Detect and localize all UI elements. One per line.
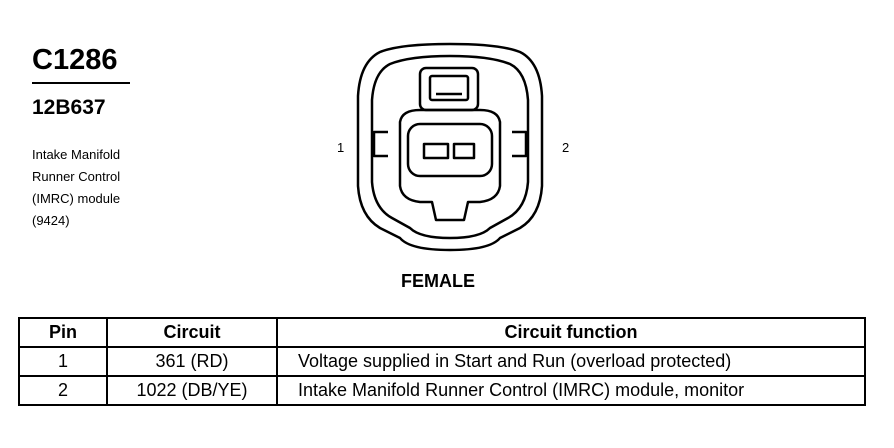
right-side-tab xyxy=(512,130,528,158)
connector-id: C1286 xyxy=(32,44,118,76)
pinout-table: Pin Circuit Circuit function 1 361 (RD) … xyxy=(18,317,866,406)
connector-face-diagram xyxy=(356,42,544,252)
connector-gender: FEMALE xyxy=(401,271,475,291)
latch-outer xyxy=(418,66,480,112)
latch-inner xyxy=(428,74,470,102)
description-line: Intake Manifold xyxy=(32,147,121,162)
header-circuit: Circuit xyxy=(106,317,278,348)
table-row: 1 361 (RD) Voltage supplied in Start and… xyxy=(18,346,866,377)
pin-2-terminal xyxy=(452,142,476,160)
connector-id-underline xyxy=(32,82,130,84)
terminal-cavity xyxy=(406,122,494,178)
table-header-row: Pin Circuit Circuit function xyxy=(18,317,866,348)
header-pin: Pin xyxy=(18,317,108,348)
description-line: (9424) xyxy=(32,213,70,228)
cell-pin: 2 xyxy=(18,375,108,406)
left-side-tab xyxy=(372,130,388,158)
cell-circuit: 1022 (DB/YE) xyxy=(106,375,278,406)
header-circuit-function: Circuit function xyxy=(276,317,866,348)
description-line: Runner Control xyxy=(32,169,121,184)
connector-description: Intake Manifold Runner Control (IMRC) mo… xyxy=(32,144,120,232)
description-line: (IMRC) module xyxy=(32,191,121,206)
cell-function: Intake Manifold Runner Control (IMRC) mo… xyxy=(276,375,866,406)
pin-label-2: 2 xyxy=(562,140,570,155)
connector-outer-shell xyxy=(356,42,544,252)
table-row: 2 1022 (DB/YE) Intake Manifold Runner Co… xyxy=(18,375,866,406)
inner-housing xyxy=(398,108,502,222)
cell-circuit: 361 (RD) xyxy=(106,346,278,377)
cell-pin: 1 xyxy=(18,346,108,377)
part-number: 12B637 xyxy=(32,96,106,119)
pin-1-terminal xyxy=(422,142,450,160)
connector-inner-contour xyxy=(370,54,530,240)
cell-function: Voltage supplied in Start and Run (overl… xyxy=(276,346,866,377)
pin-label-1: 1 xyxy=(337,140,345,155)
